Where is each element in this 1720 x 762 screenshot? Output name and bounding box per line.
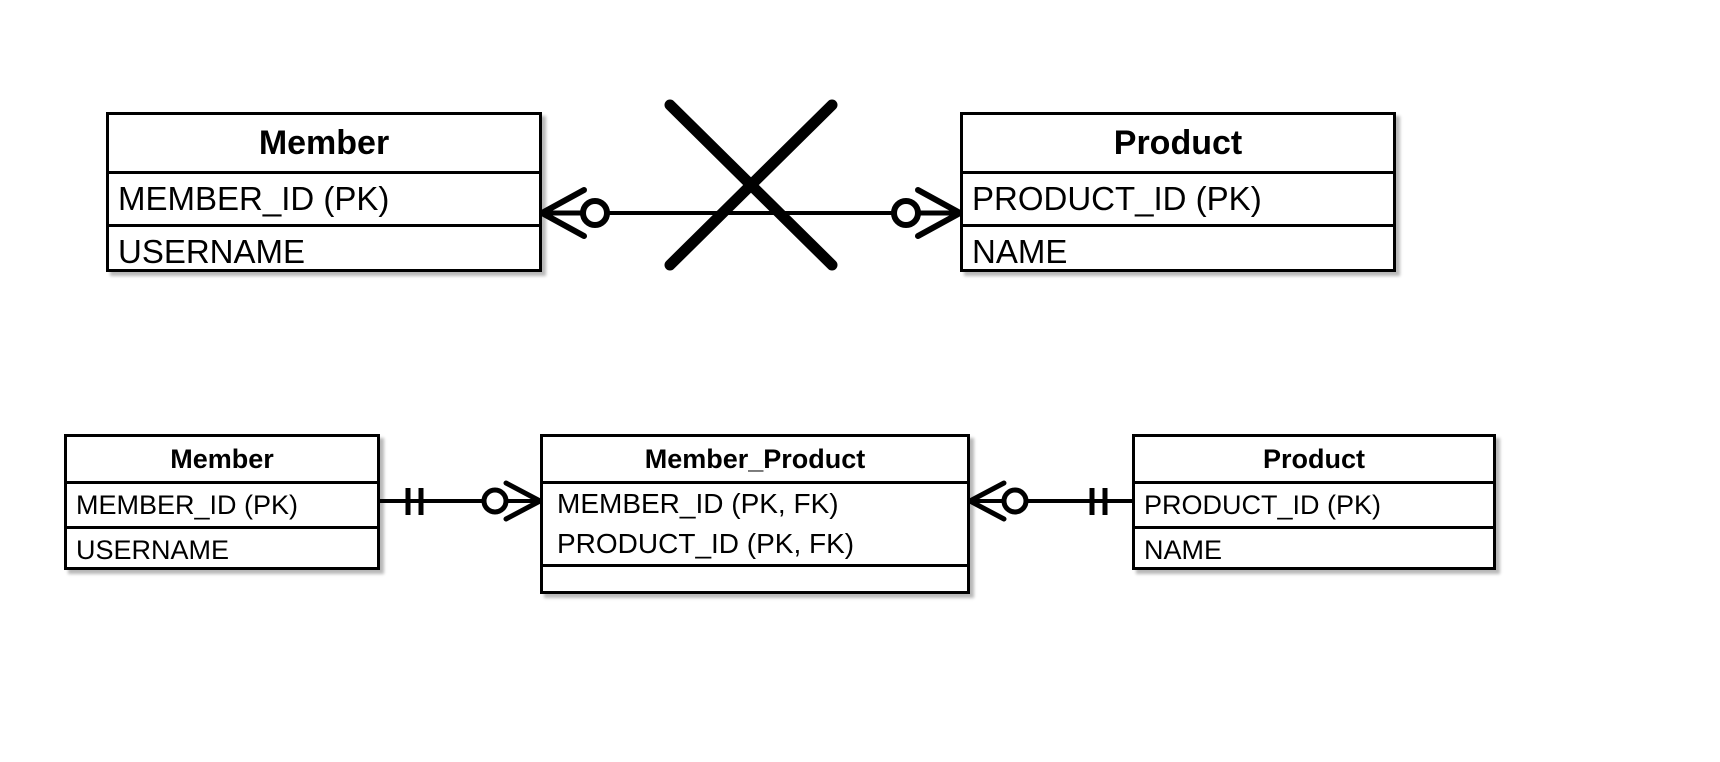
entity-divider <box>963 171 1393 174</box>
entity-member-top[interactable]: Member MEMBER_ID (PK) USERNAME <box>106 112 542 272</box>
entity-divider <box>543 564 967 567</box>
entity-divider <box>543 481 967 484</box>
entity-divider <box>1135 526 1493 529</box>
entity-title: Member <box>258 123 390 162</box>
double-tick-icon <box>405 488 424 515</box>
entity-product-bottom[interactable]: Product PRODUCT_ID (PK) NAME <box>1132 434 1496 570</box>
entity-divider <box>1135 481 1493 484</box>
attribute-product-id: PRODUCT_ID (PK) <box>1144 489 1382 520</box>
attribute-empty-compartment <box>543 567 967 597</box>
attribute-username: USERNAME <box>76 534 230 565</box>
entity-divider <box>109 171 539 174</box>
crows-foot-icon <box>503 480 543 522</box>
circle-icon <box>481 487 509 515</box>
attribute-member-id: MEMBER_ID (PK) <box>76 489 299 520</box>
attribute-username: USERNAME <box>118 233 306 270</box>
crows-foot-icon <box>967 480 1007 522</box>
entity-product-top[interactable]: Product PRODUCT_ID (PK) NAME <box>960 112 1396 272</box>
crows-foot-icon <box>539 187 587 239</box>
circle-icon <box>580 198 610 228</box>
attribute-product-id-fk: PRODUCT_ID (PK, FK) <box>557 528 855 559</box>
attribute-name: NAME <box>972 233 1068 270</box>
double-tick-icon <box>1089 488 1108 515</box>
entity-title: Member <box>170 443 274 474</box>
attribute-product-id: PRODUCT_ID (PK) <box>972 180 1262 217</box>
entity-member-product[interactable]: Member_Product MEMBER_ID (PK, FK) PRODUC… <box>540 434 970 594</box>
entity-divider <box>67 526 377 529</box>
circle-icon <box>891 198 921 228</box>
x-cross-icon <box>664 99 838 271</box>
entity-title: Member_Product <box>644 443 866 474</box>
entity-member-bottom[interactable]: Member MEMBER_ID (PK) USERNAME <box>64 434 380 570</box>
attribute-member-id: MEMBER_ID (PK) <box>118 180 390 217</box>
entity-divider <box>963 224 1393 227</box>
entity-divider <box>67 481 377 484</box>
attribute-name: NAME <box>1144 534 1223 565</box>
crows-foot-icon <box>915 187 963 239</box>
entity-title: Product <box>1262 443 1365 474</box>
entity-title: Product <box>1113 123 1243 162</box>
entity-divider <box>109 224 539 227</box>
attribute-member-id-fk: MEMBER_ID (PK, FK) <box>557 488 839 519</box>
circle-icon <box>1001 487 1029 515</box>
